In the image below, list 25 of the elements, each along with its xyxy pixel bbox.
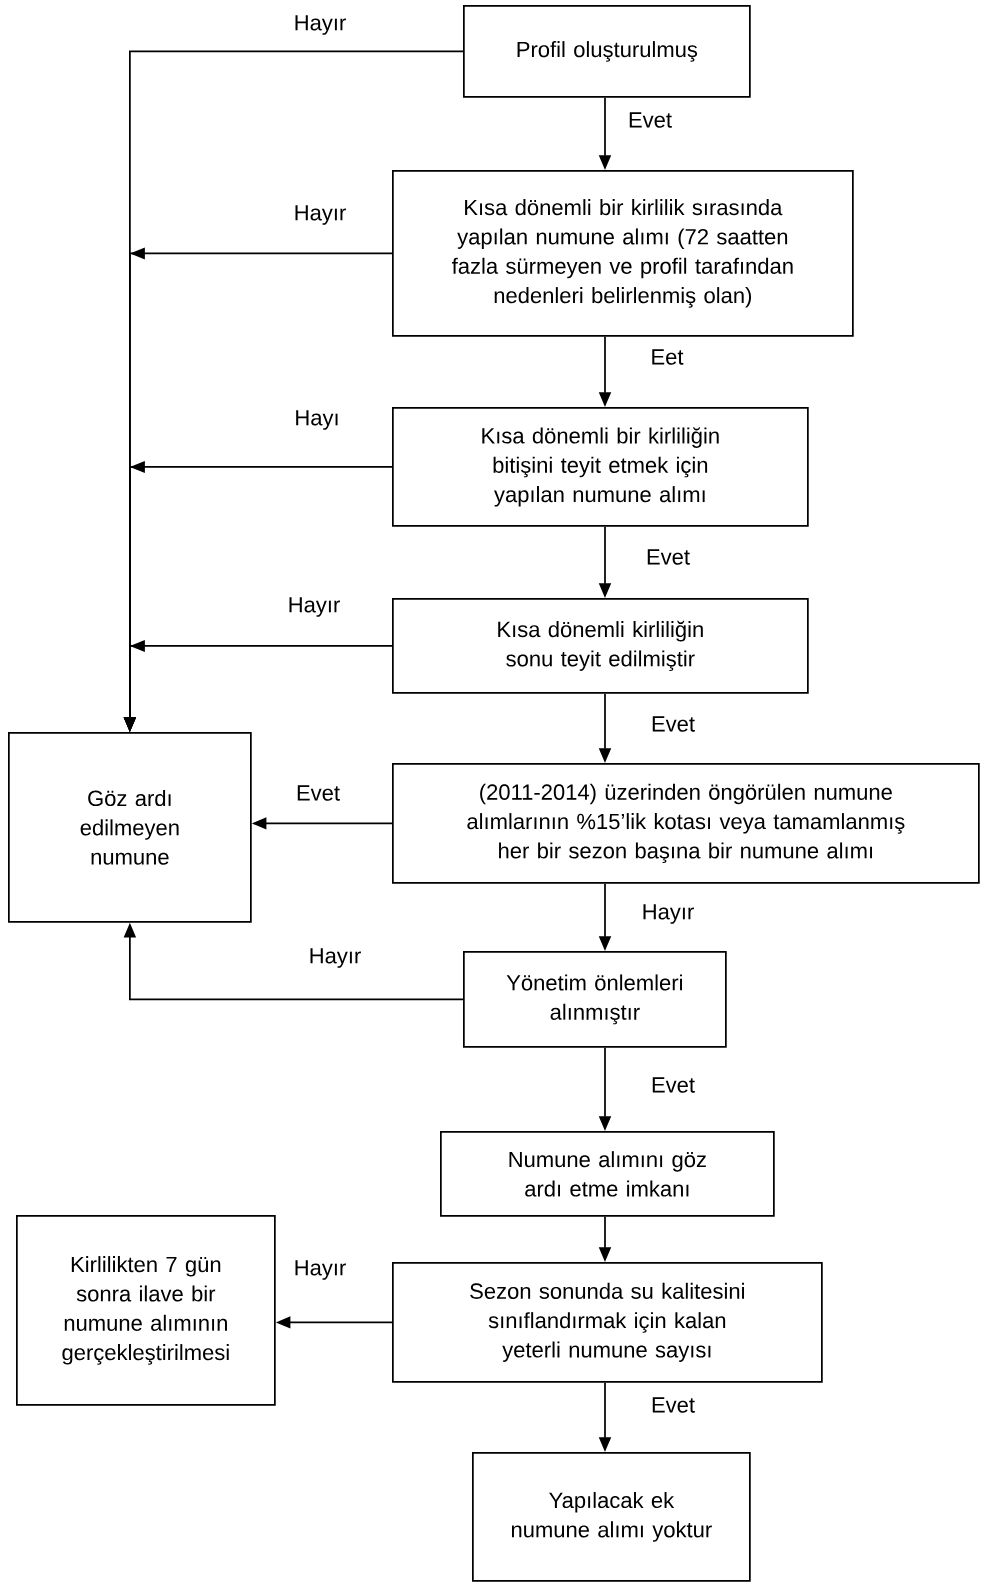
edge-label: Hayır [292, 13, 348, 37]
process-box: Kısa dönemli bir kirliliğin bitişini teyit etmek için yapılan numune alımı [392, 407, 809, 527]
process-box: Yapılacak ek numune alımı yoktur [472, 1452, 751, 1582]
process-box: Kısa dönemli kirliliğin sonu teyit edilmiştir [392, 598, 809, 694]
edge-label: Evet [649, 1396, 697, 1414]
process-box: Kısa dönemli bir kirlilik sırasında yapılan numune alımı (72 saatten fazla sürmeyen ve profil tarafından nedenleri belirlenmiş olan) [392, 170, 854, 337]
process-box: Yönetim önlemleri alınmıştır [463, 951, 727, 1048]
edge-label: Hayır [292, 203, 348, 227]
edge-label: Eet [649, 348, 685, 366]
edge-label: Evet [294, 784, 342, 802]
process-box: Profil oluşturulmuş [463, 5, 751, 98]
edge-label: Evet [649, 715, 697, 733]
edge-label: Hayı [293, 408, 341, 432]
edge-label: Evet [649, 1076, 697, 1094]
edge-label: Evet [626, 111, 674, 129]
process-box: Göz ardı edilmeyen numune [8, 732, 252, 923]
process-box: (2011-2014) üzerinden öngörülen numune alımlarının %15’lik kotası veya tamamlanmış her bir sezon başına bir numune alımı [392, 763, 980, 884]
process-box: Sezon sonunda su kalitesini sınıflandırmak için kalan yeterli numune sayısı [392, 1262, 823, 1383]
edge-label: Evet [644, 548, 692, 566]
edge-label: Hayır [307, 946, 363, 970]
edge-label: Hayır [640, 902, 696, 926]
edge-label: Hayır [286, 595, 342, 619]
process-box: Numune alımını göz ardı etme imkanı [440, 1131, 775, 1217]
edge-label: Hayır [292, 1258, 348, 1282]
process-box: Kirlilikten 7 gün sonra ilave bir numune alımının gerçekleştirilmesi [16, 1215, 276, 1406]
